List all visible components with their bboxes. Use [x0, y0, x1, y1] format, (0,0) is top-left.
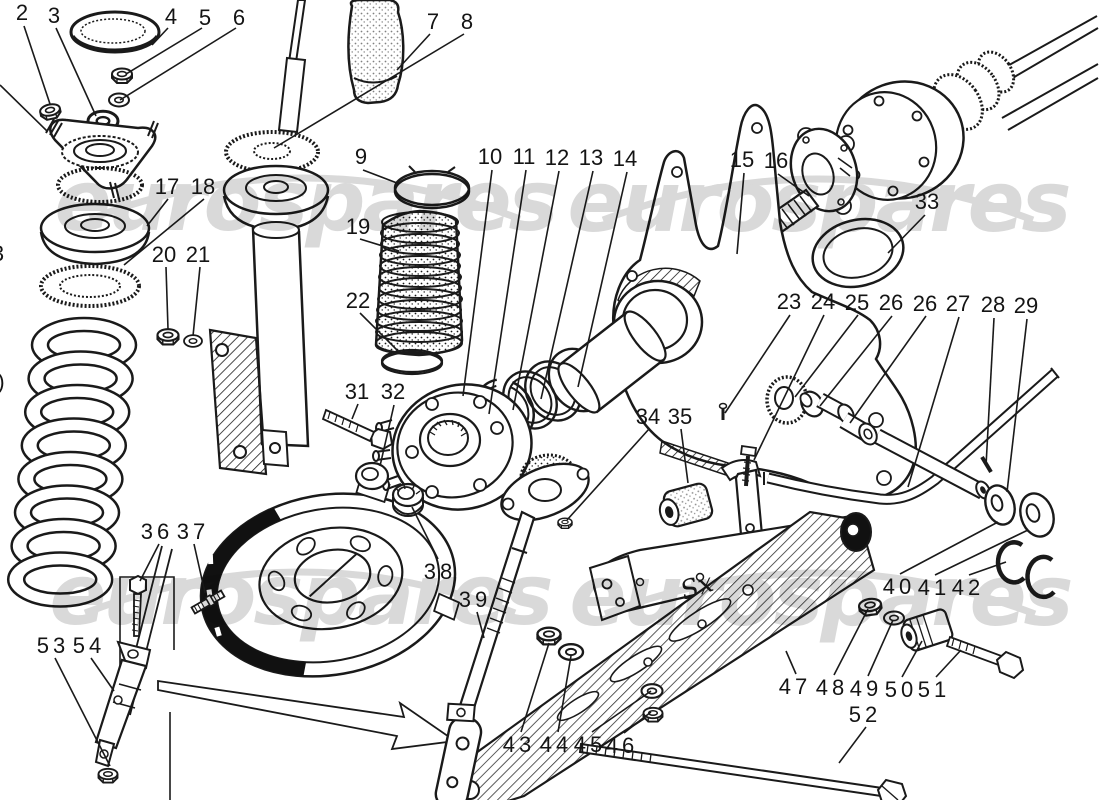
nut-20	[156, 328, 180, 346]
washer-40	[984, 484, 1016, 526]
arm-bolt-cluster	[857, 596, 1025, 680]
steering-damper	[94, 640, 152, 784]
circlips-42	[995, 540, 1056, 600]
spring-ring-9	[393, 165, 471, 210]
bushing-26b	[839, 412, 878, 446]
washer-41	[1019, 492, 1055, 538]
bracket-bolt	[739, 444, 758, 487]
washer-21	[183, 334, 203, 348]
bushing-50	[900, 608, 954, 652]
bolt-36	[129, 574, 147, 637]
nut-2	[38, 101, 63, 122]
assembly-arrow	[157, 679, 458, 751]
long-bolt-52	[578, 742, 908, 800]
dome-cap	[69, 10, 161, 54]
nut-43	[536, 626, 562, 646]
seal-ring-33	[811, 217, 905, 289]
bushing-25	[799, 390, 824, 418]
washer-32	[354, 461, 390, 491]
bellows-boot	[374, 209, 464, 357]
bushing-34	[658, 482, 714, 528]
grease-nipple	[718, 402, 728, 420]
bump-stop	[347, 0, 405, 105]
bolt-31	[321, 408, 394, 451]
nut-48	[857, 596, 884, 618]
bellows-ring-22	[380, 348, 444, 376]
shock-absorber-strut	[208, 0, 330, 476]
clevis-end	[434, 702, 483, 800]
bearing-sleeve	[557, 310, 667, 414]
bushing-bracket-group	[658, 444, 764, 548]
nut-34-target	[557, 517, 573, 529]
strut-mount-assembly	[38, 10, 203, 348]
coil-spring	[6, 316, 138, 608]
bolt-51	[945, 635, 1025, 680]
castle-nut-38	[391, 482, 425, 517]
washer-49	[883, 610, 905, 626]
top-nut	[111, 67, 133, 84]
gasket-ring-18	[39, 264, 141, 308]
wheel-hub	[321, 383, 533, 517]
strut-bracket	[208, 328, 268, 476]
